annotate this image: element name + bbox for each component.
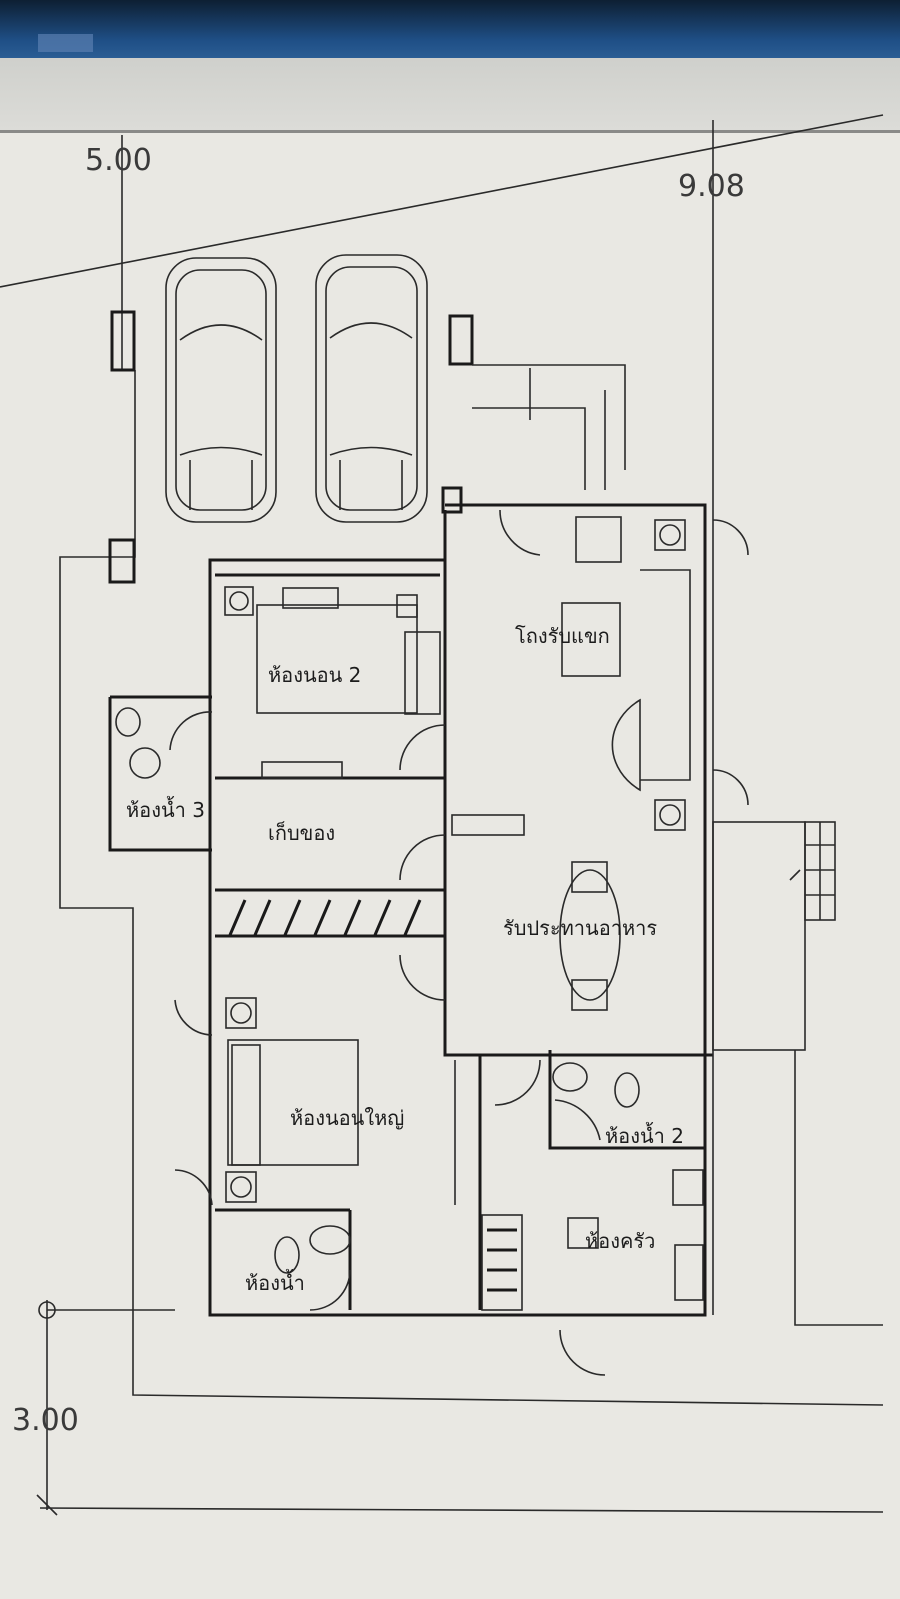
- room-label-bedroom-2: ห้องนอน 2: [268, 663, 361, 687]
- window-tab: [38, 34, 93, 52]
- car-icon: [315, 254, 428, 523]
- ceiling-fan-icon: [224, 519, 686, 1203]
- columns: [108, 310, 474, 584]
- dimension-top-left: 5.00: [85, 143, 152, 178]
- room-label-storage: เก็บของ: [268, 820, 335, 845]
- house-walls: [108, 470, 714, 1317]
- dimension-top-right: 9.08: [678, 169, 745, 204]
- terrace-stairs: [712, 821, 836, 1051]
- room-label-master-bedroom: ห้องนอนใหญ่: [290, 1106, 404, 1130]
- room-label-dining: รับประทานอาหาร: [503, 916, 657, 940]
- wardrobe: [228, 899, 422, 936]
- furniture: [115, 516, 704, 1311]
- doors: [169, 509, 749, 1376]
- room-label-kitchen: ห้องครัว: [585, 1229, 655, 1253]
- car-icon: [165, 257, 277, 523]
- room-label-bathroom-1: ห้องน้ำ: [245, 1269, 305, 1295]
- monitor-bezel: [0, 0, 900, 58]
- room-label-bathroom-2: ห้องน้ำ 2: [605, 1122, 684, 1148]
- dimension-bottom-left: 3.00: [12, 1403, 79, 1438]
- room-label-bathroom-3: ห้องน้ำ 3: [126, 796, 205, 822]
- room-label-living-hall: โถงรับแขก: [515, 624, 610, 648]
- cad-toolbar: [0, 58, 900, 133]
